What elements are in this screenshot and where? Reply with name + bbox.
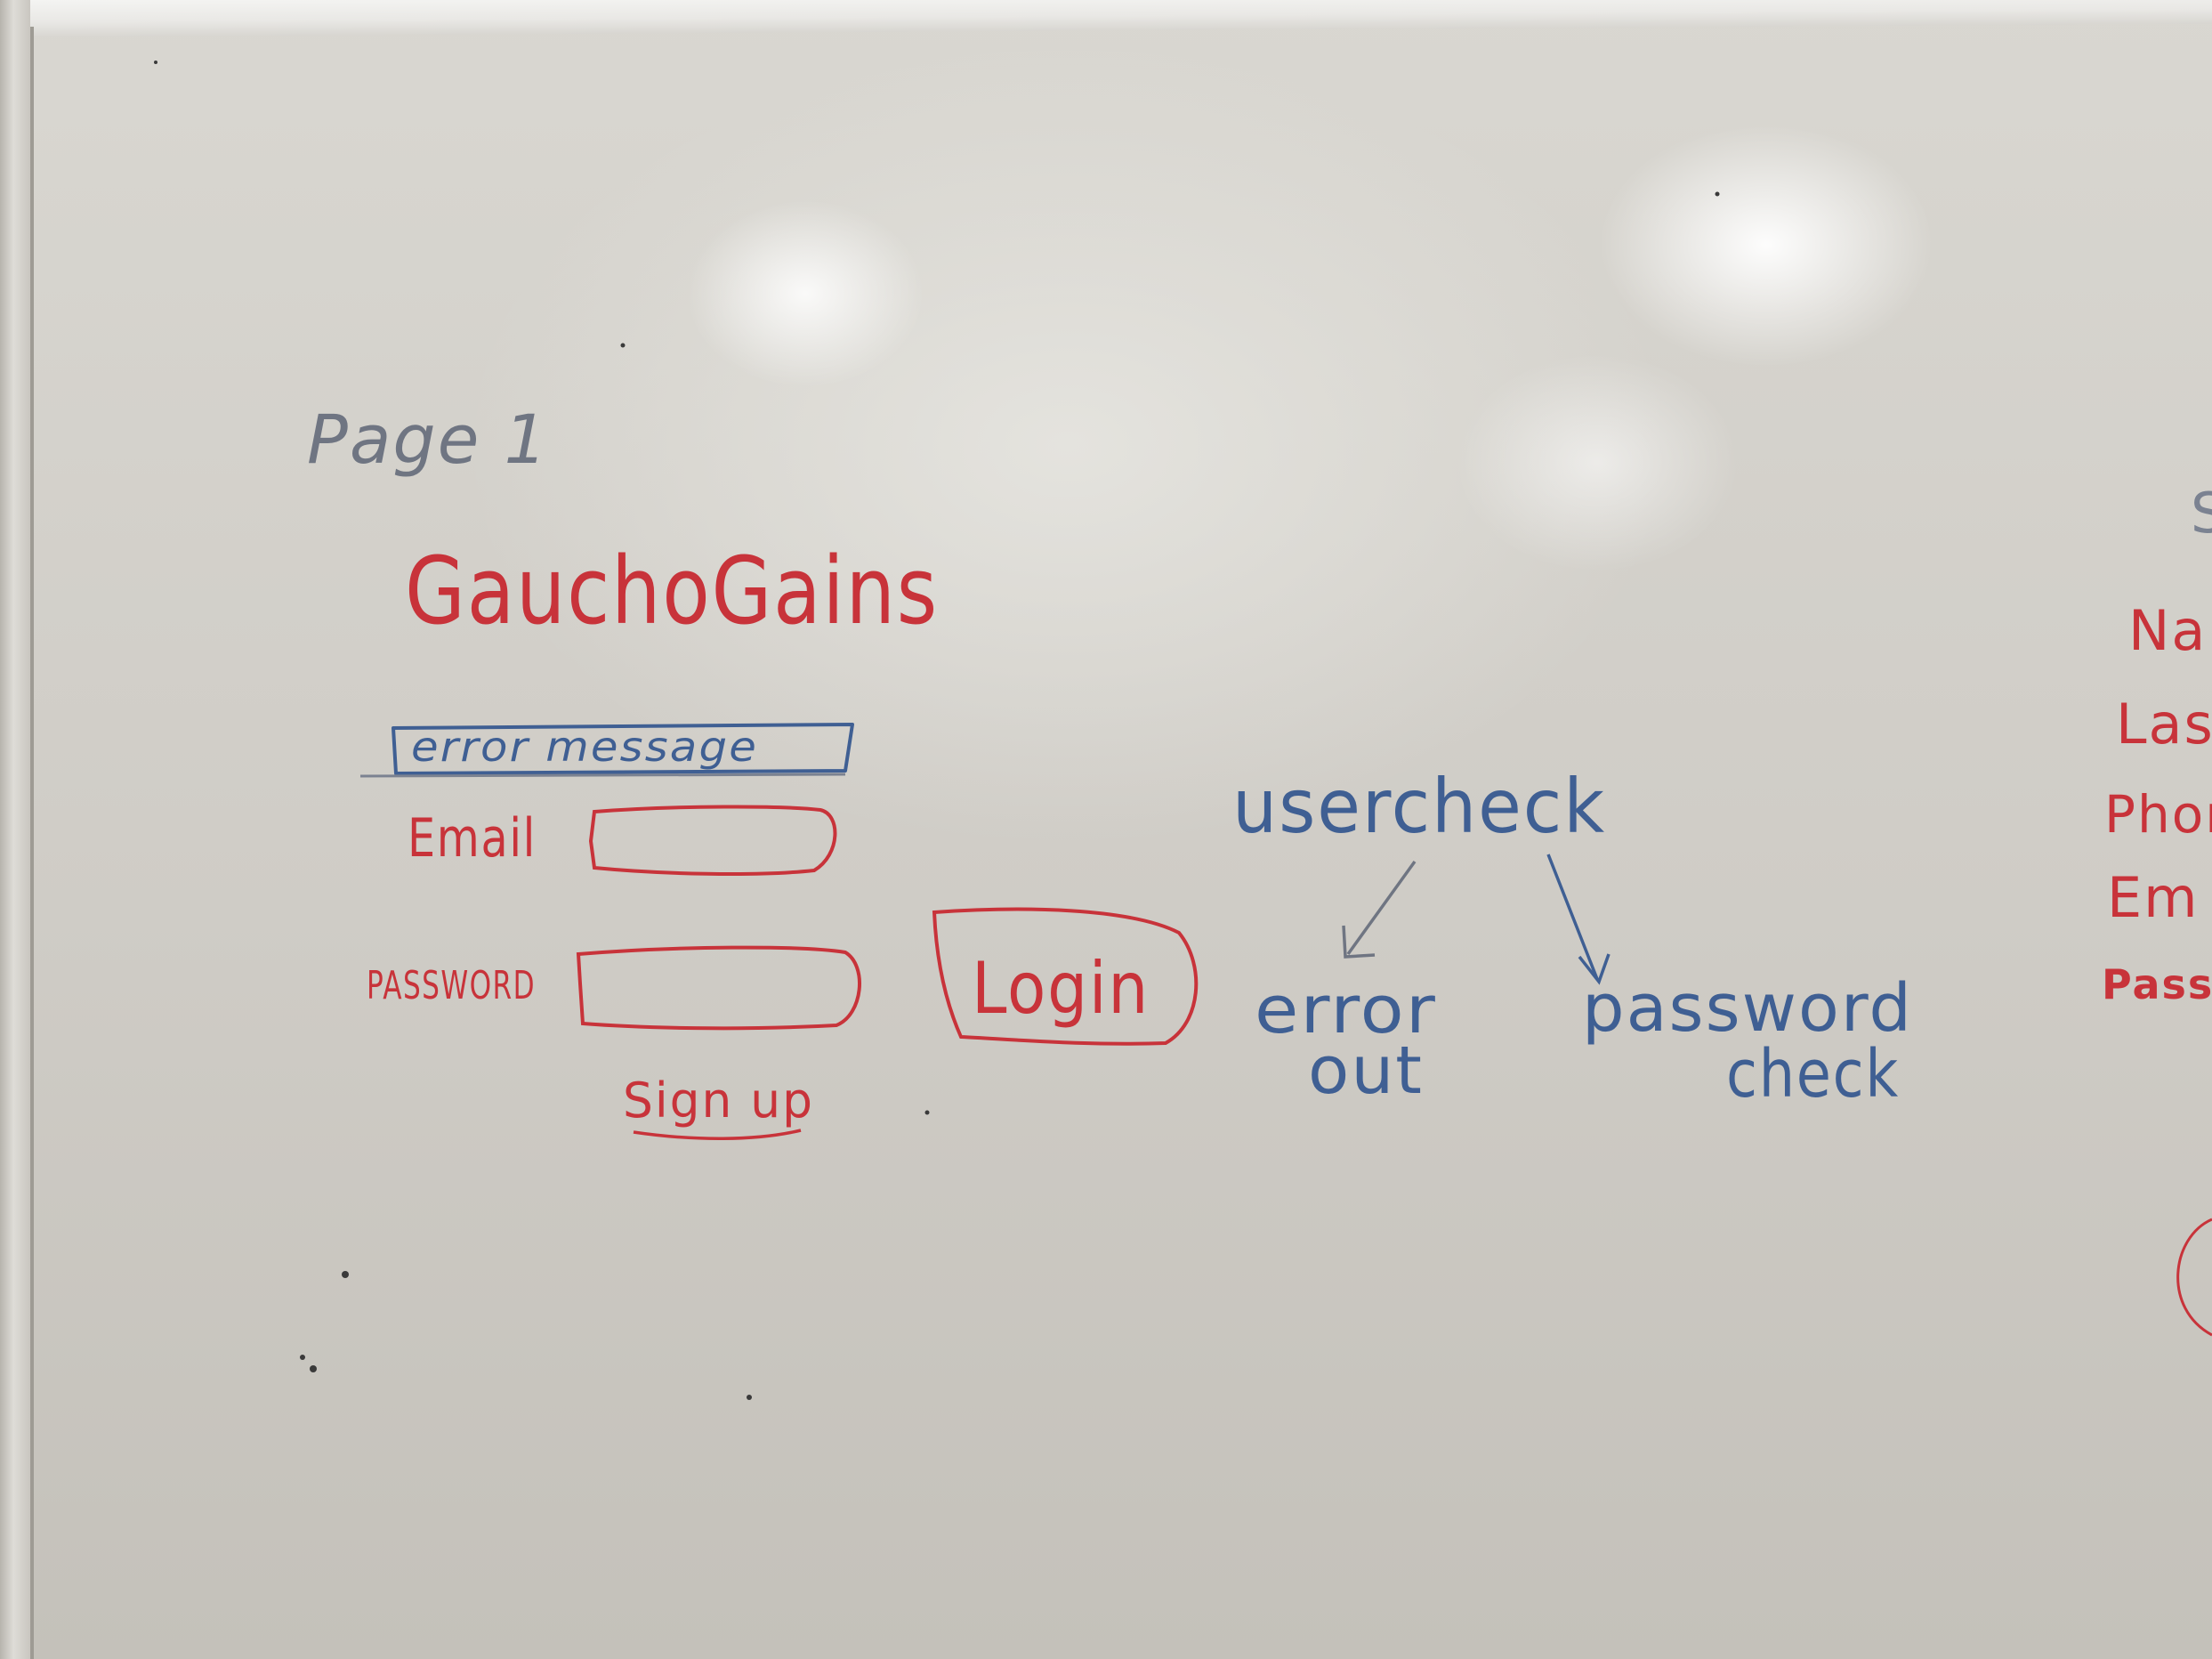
cutoff-field-name: Na [2128,598,2207,663]
flow-branch-check: check [1726,1036,1900,1113]
whiteboard-left-frame [0,0,30,1659]
cutoff-heading: S [2191,481,2212,546]
flow-branch-password: password [1582,970,1913,1047]
cutoff-field-email: Em [2107,865,2200,930]
app-title: GauchoGains [405,537,939,645]
flow-root-usercheck: usercheck [1232,763,1606,850]
arrow-to-password-check [1546,854,1611,985]
cutoff-field-password: Pass [2102,960,2212,1008]
signup-link-text: Sign up [623,1072,814,1129]
flow-branch-error: error [1255,972,1437,1048]
error-message-box: error message [359,723,854,778]
signup-link[interactable]: Sign up [623,1072,814,1140]
password-input-box[interactable] [576,945,861,1031]
arrow-to-error-out [1342,860,1417,959]
login-button-label: Login [972,947,1150,1030]
whiteboard-left-frame-edge [30,27,34,1659]
password-label: PASSWORD [367,963,536,1008]
cutoff-field-last: Las [2116,692,2212,757]
error-message-text: error message [411,723,758,771]
board-specks [154,61,1720,1400]
email-label: Email [408,807,537,870]
page-label: Page 1 [307,400,549,479]
cutoff-field-phone: Phone [2104,784,2212,845]
flow-branch-out: out [1308,1032,1424,1109]
login-button[interactable]: Login [932,907,1199,1046]
cutoff-red-curve [2176,1218,2212,1337]
email-input-box[interactable] [588,805,837,876]
